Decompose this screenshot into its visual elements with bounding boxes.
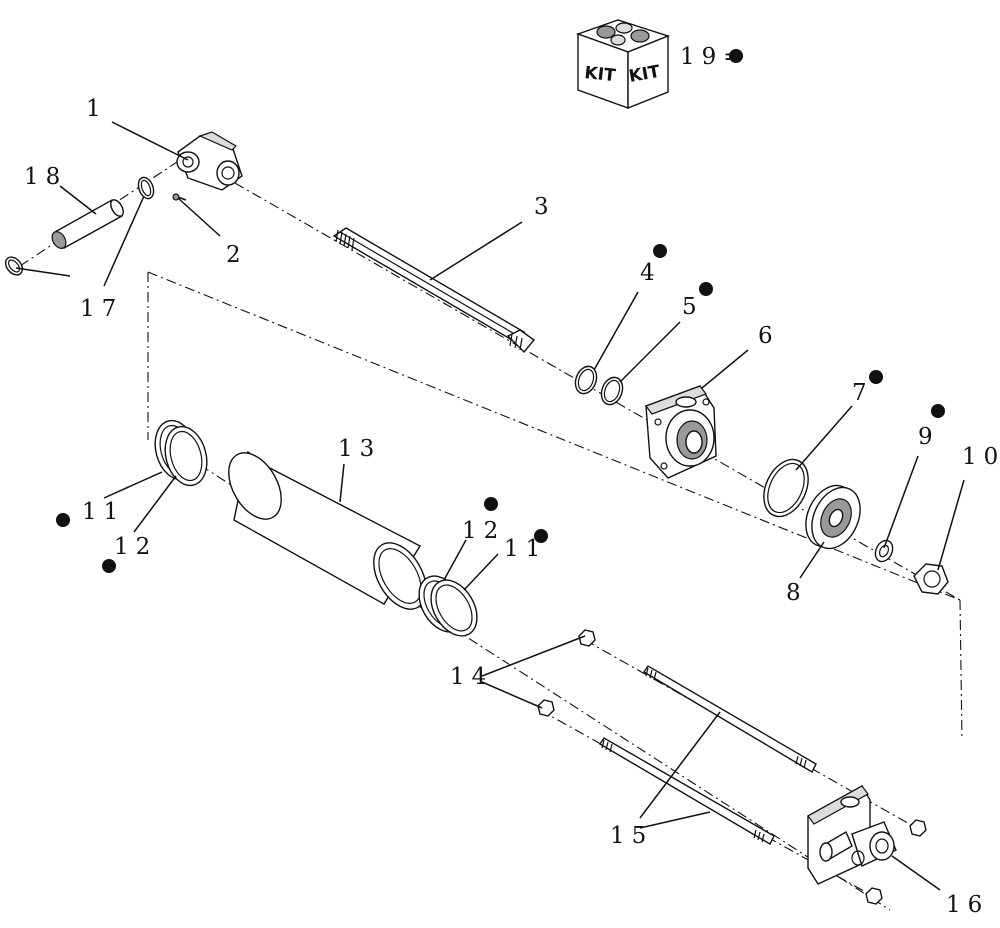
- callout-10: 10: [962, 444, 1000, 470]
- kit-bullet-4: [653, 244, 667, 258]
- part-13-barrel: [228, 450, 427, 610]
- part-6-gland: [645, 385, 717, 479]
- callout-16: 16: [946, 892, 989, 918]
- callout-labels: 19= 1 2 3 4 5 6 7 8 9 10 11 11 12 12 13 …: [24, 44, 1000, 918]
- kit-bullet-7: [869, 370, 883, 384]
- kit-bullet-11-left: [56, 513, 70, 527]
- callout-15: 15: [610, 823, 653, 849]
- part-15-tie-rods: [599, 665, 817, 845]
- callout-12-left: 12: [114, 534, 157, 560]
- kit-bullet-19: [729, 49, 743, 63]
- callout-2: 2: [226, 242, 248, 268]
- part-4-seal: [574, 365, 598, 395]
- kit-bullet-11-right: [534, 529, 548, 543]
- part-2-grease-fitting: [172, 193, 187, 201]
- kit-box: KIT KIT: [575, 19, 671, 110]
- part-11-12-seal-pair-right: [418, 575, 478, 637]
- part-3-piston-rod: [332, 227, 536, 354]
- kit-bullets: [56, 49, 945, 573]
- callout-7: 7: [852, 380, 874, 406]
- callout-11-left: 11: [82, 499, 125, 525]
- kit-bullet-12-right: [484, 497, 498, 511]
- callout-19: 19=: [680, 44, 750, 70]
- part-11-12-seal-pair-left: [154, 419, 208, 487]
- callout-6: 6: [758, 323, 780, 349]
- part-18-pin: [51, 199, 124, 249]
- part-8-piston: [805, 484, 861, 550]
- callout-1: 1: [86, 96, 108, 122]
- leader-lines: [15, 121, 965, 891]
- callout-9: 9: [918, 424, 940, 450]
- callout-5: 5: [682, 294, 704, 320]
- callout-14: 14: [450, 664, 493, 690]
- kit-label-left: KIT: [583, 63, 616, 86]
- part-9-washer: [874, 539, 894, 563]
- callout-12-right: 12: [462, 518, 505, 544]
- callout-8: 8: [786, 580, 808, 606]
- part-5-seal: [600, 376, 624, 406]
- part-14-nuts: [537, 629, 927, 905]
- part-1-rod-clevis: [176, 131, 243, 191]
- callout-18: 18: [24, 164, 67, 190]
- callout-13: 13: [338, 436, 381, 462]
- callout-3: 3: [534, 194, 556, 220]
- kit-bullet-5: [699, 282, 713, 296]
- kit-bullet-12-left: [102, 559, 116, 573]
- part-7-o-ring: [763, 458, 809, 518]
- callout-4: 4: [640, 260, 662, 286]
- part-16-base-end: [807, 785, 897, 885]
- part-10-nut: [913, 563, 949, 595]
- kit-bullet-9: [931, 404, 945, 418]
- callout-11-right: 11: [504, 536, 547, 562]
- callout-17: 17: [80, 296, 123, 322]
- part-17-snap-rings: [4, 176, 155, 276]
